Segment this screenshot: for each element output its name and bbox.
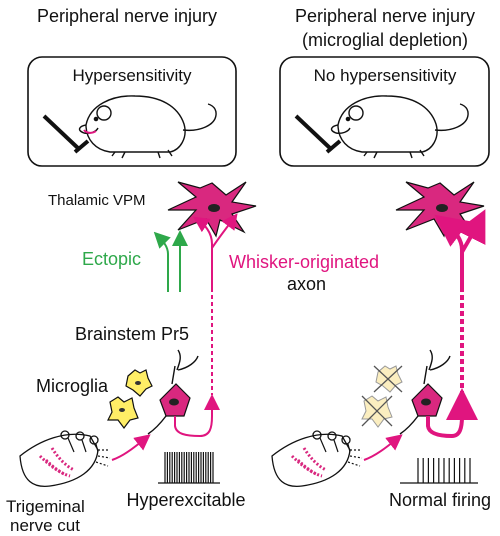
right-title-line1: Peripheral nerve injury <box>295 6 475 26</box>
depleted-microglia-2 <box>361 395 393 428</box>
left-whisker-axon-branch <box>211 213 238 249</box>
right-probe-icon <box>294 114 334 152</box>
right-rat-illustration <box>330 95 469 159</box>
right-behavior-box <box>279 56 490 167</box>
right-behavior-label: No hypersensitivity <box>314 66 457 85</box>
left-firing-trace <box>158 452 220 484</box>
left-behavior-box <box>27 56 237 167</box>
left-whisker-axon-solid <box>193 216 213 292</box>
left-title: Peripheral nerve injury <box>37 6 217 26</box>
left-whisker-pad <box>19 430 111 488</box>
right-pr5-output-axon <box>426 388 478 439</box>
left-pr5-output-axon <box>174 394 220 438</box>
left-rat-illustration <box>78 95 217 159</box>
microglia-cell-2 <box>107 396 139 429</box>
right-whisker-axon-solid <box>434 214 470 292</box>
cut-label-line1: Trigeminal <box>6 497 85 516</box>
ectopic-label: Ectopic <box>82 249 141 269</box>
vpm-label: Thalamic VPM <box>48 192 146 209</box>
left-pr5-neuron <box>147 349 199 435</box>
right-firing-trace <box>400 458 478 484</box>
right-trigeminal-input <box>363 434 403 461</box>
right-pr5-neuron <box>399 349 451 435</box>
left-firing-label: Hyperexcitable <box>126 490 245 510</box>
left-behavior-label: Hypersensitivity <box>72 66 192 85</box>
left-rat-redness <box>83 129 97 134</box>
left-trigeminal-input <box>111 434 151 461</box>
left-probe-tip <box>73 139 90 154</box>
axon-label-line1: Whisker-originated <box>229 252 379 272</box>
right-vpm-neuron <box>395 181 485 238</box>
left-vpm-neuron <box>167 181 257 238</box>
right-whisker-pad <box>271 430 363 488</box>
cut-label-line2: nerve cut <box>10 516 80 535</box>
pr5-label: Brainstem Pr5 <box>75 324 189 344</box>
axon-label-line2: axon <box>287 274 326 294</box>
right-title-line2: (microglial depletion) <box>302 30 468 50</box>
left-probe-icon <box>42 114 82 152</box>
microglia-label: Microglia <box>36 376 109 396</box>
right-firing-label: Normal firing <box>389 490 491 510</box>
microglia-cell-1-nucleus <box>135 381 141 385</box>
microglia-cell-2-nucleus <box>119 408 125 412</box>
right-whisker-axon-branch <box>456 209 486 253</box>
right-probe-tip <box>325 139 342 154</box>
ectopic-axon-1 <box>153 231 171 292</box>
depleted-microglia-1 <box>373 365 403 393</box>
